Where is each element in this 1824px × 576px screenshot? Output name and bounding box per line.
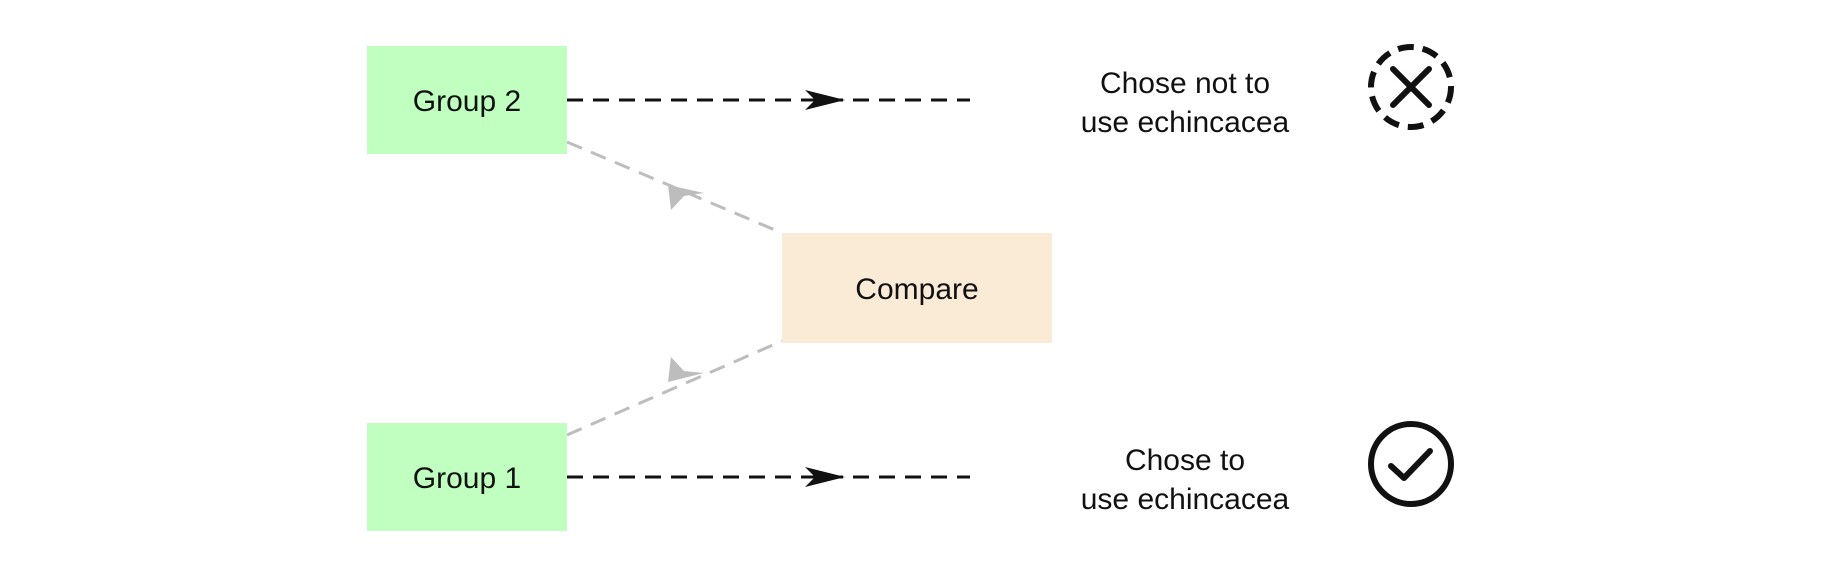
outcome-top: Chose not to use echincacea (1081, 67, 1290, 139)
arrowhead (805, 90, 845, 110)
connector-group2-to-compare (566, 140, 783, 235)
arrowhead (805, 467, 845, 487)
outcome-bottom: Chose to use echincacea (1081, 444, 1290, 516)
outcome-top-line-1: Chose not to (1100, 67, 1270, 100)
check-circle-icon (1368, 421, 1454, 507)
group-2-node: Group 2 (367, 46, 567, 154)
outcome-bottom-line-2: use echincacea (1081, 483, 1290, 516)
group-1-label: Group 1 (413, 462, 521, 495)
connector-group1-to-compare (566, 339, 783, 437)
outcome-bottom-line-1: Chose to (1125, 444, 1245, 477)
arrow-group1-to-outcome (567, 467, 970, 487)
connector-arrowhead (668, 357, 704, 382)
connector-arrowhead (668, 185, 704, 210)
group-2-label: Group 2 (413, 85, 521, 118)
compare-label: Compare (855, 273, 978, 306)
x-circle-dashed-icon (1368, 44, 1454, 130)
outcome-top-line-2: use echincacea (1081, 106, 1290, 139)
compare-node: Compare (782, 233, 1052, 343)
group-1-node: Group 1 (367, 423, 567, 531)
arrow-group2-to-outcome (567, 90, 970, 110)
